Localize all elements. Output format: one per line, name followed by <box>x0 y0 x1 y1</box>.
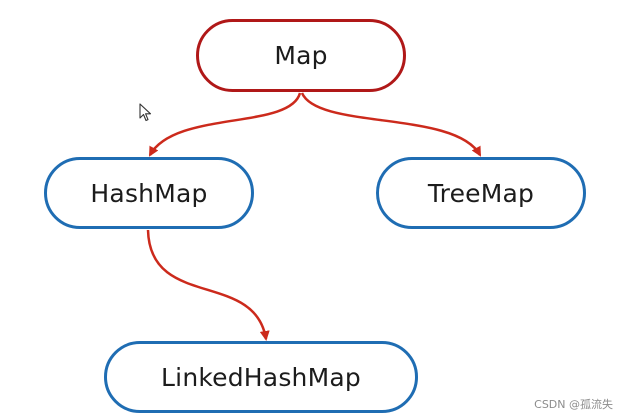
edge-map-to-treemap <box>300 92 482 157</box>
watermark: CSDN @孤流失 <box>534 398 613 411</box>
mouse-cursor-icon <box>139 103 152 122</box>
node-hashmap[interactable]: HashMap <box>44 157 254 229</box>
node-hashmap-label: HashMap <box>90 178 208 208</box>
edge-hashmap-to-linkedhashmap <box>146 229 270 341</box>
node-map[interactable]: Map <box>196 19 406 92</box>
node-map-label: Map <box>274 41 328 70</box>
node-linkedhashmap[interactable]: LinkedHashMap <box>104 341 418 413</box>
node-treemap[interactable]: TreeMap <box>376 157 586 229</box>
edge-map-to-hashmap <box>148 92 302 157</box>
node-treemap-label: TreeMap <box>427 178 535 208</box>
node-linkedhashmap-label: LinkedHashMap <box>161 362 361 392</box>
